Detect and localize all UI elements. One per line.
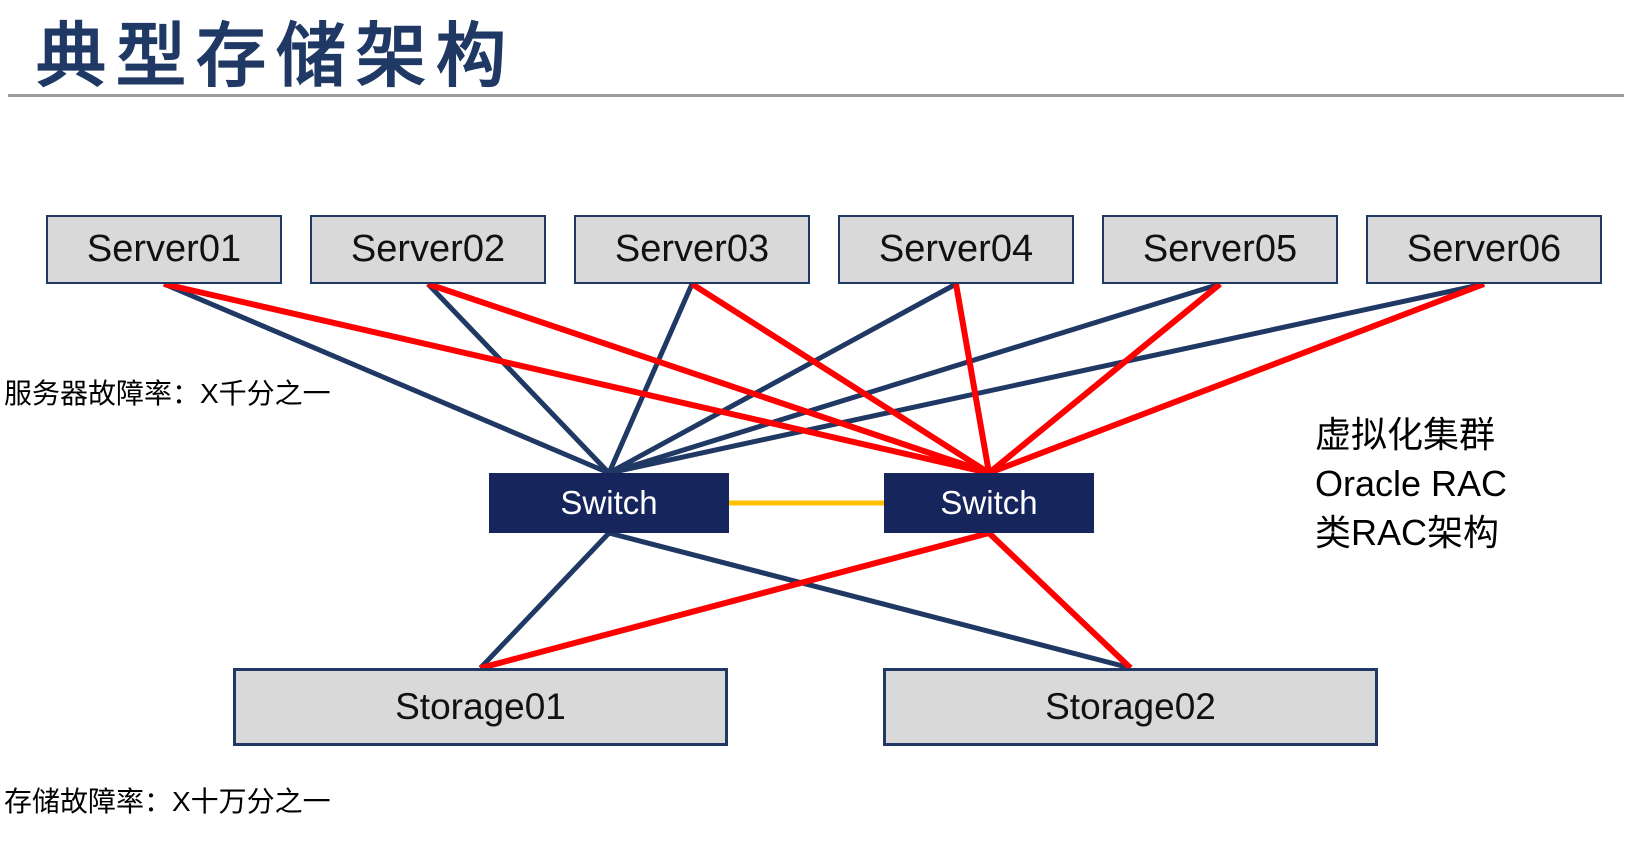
node-server06: Server06 [1366, 215, 1602, 284]
node-switch-left: Switch [489, 473, 729, 533]
cluster-note-line: 类RAC架构 [1315, 512, 1500, 553]
node-server05: Server05 [1102, 215, 1338, 284]
node-label: Server06 [1406, 228, 1562, 270]
node-label: Switch [560, 484, 658, 521]
node-switch-right: Switch [884, 473, 1094, 533]
cluster-note: 虚拟化集群 Oracle RAC 类RAC架构 [1315, 410, 1507, 557]
node-server03: Server03 [574, 215, 810, 284]
node-label: Switch [940, 484, 1038, 521]
node-label: Server03 [614, 228, 770, 270]
node-label: Storage02 [1045, 686, 1216, 727]
slide-title: 典型存储架构 [36, 17, 516, 95]
cluster-note-line: Oracle RAC [1315, 463, 1508, 504]
node-storage01: Storage01 [233, 668, 728, 746]
cluster-note-line: 虚拟化集群 [1315, 414, 1496, 455]
node-server04: Server04 [838, 215, 1074, 284]
node-server01: Server01 [46, 215, 282, 284]
node-label: Server04 [878, 228, 1034, 270]
node-label: Storage01 [395, 686, 566, 727]
node-server02: Server02 [310, 215, 546, 284]
storage-failure-note: 存储故障率：X十万分之一 [4, 786, 331, 817]
node-storage02: Storage02 [883, 668, 1378, 746]
node-label: Server01 [86, 228, 242, 270]
title-divider [8, 94, 1624, 97]
node-label: Server05 [1142, 228, 1298, 270]
server-failure-note: 服务器故障率：X千分之一 [4, 378, 331, 409]
node-label: Server02 [350, 228, 506, 270]
